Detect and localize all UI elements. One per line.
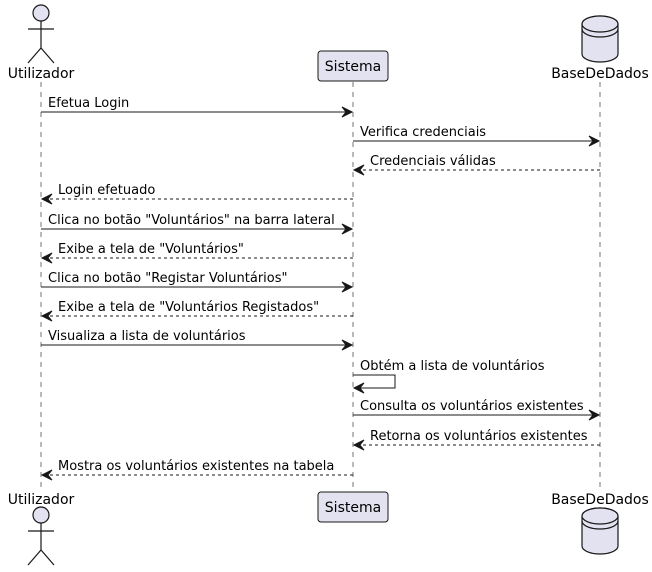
arrowhead: [352, 164, 365, 176]
message-label: Efetua Login: [48, 96, 129, 111]
actor-leg-right: [40, 549, 55, 566]
actor-head-icon: [32, 4, 50, 22]
message-label: Consulta os voluntários existentes: [360, 399, 584, 414]
arrowhead: [588, 135, 601, 147]
message-label: Clica no botão "Voluntários" na barra la…: [48, 213, 335, 228]
database-icon-bottom: [581, 507, 619, 555]
participant-label-bottom-sys: Sistema: [325, 500, 381, 516]
message-label: Login efetuado: [58, 183, 155, 198]
arrowhead: [341, 106, 354, 118]
message-self-arrow: [353, 374, 396, 389]
arrowhead: [352, 382, 365, 394]
actor-leg-right: [40, 47, 55, 64]
arrowhead: [341, 223, 354, 235]
participant-label-top-db: BaseDeDados: [551, 66, 649, 82]
participant-label-bottom-db: BaseDeDados: [551, 492, 649, 508]
database-cylinder-top: [581, 507, 619, 525]
arrowhead: [40, 252, 53, 264]
actor-icon-bottom: [27, 506, 55, 566]
actor-leg-left: [27, 549, 42, 566]
database-cylinder-ring: [581, 28, 619, 38]
participant-label-top-sys: Sistema: [325, 59, 381, 75]
message-label: Exibe a tela de "Voluntários Registados": [58, 300, 319, 315]
arrowhead: [40, 193, 53, 205]
message-label: Visualiza a lista de voluntários: [48, 329, 246, 344]
message-label: Exibe a tela de "Voluntários": [58, 242, 244, 257]
message-label: Credenciais válidas: [370, 154, 496, 169]
message-label: Retorna os voluntários existentes: [370, 429, 588, 444]
database-cylinder-ring: [581, 520, 619, 530]
participant-label-top-user: Utilizador: [8, 66, 75, 82]
participant-box-top-sys: [317, 50, 389, 82]
arrowhead: [588, 409, 601, 421]
arrowhead: [40, 310, 53, 322]
participant-box-bottom-sys: [317, 491, 389, 523]
actor-head-icon: [32, 506, 50, 524]
arrowhead: [341, 281, 354, 293]
message-label: Clica no botão "Registar Voluntários": [48, 271, 287, 286]
message-label: Obtém a lista de voluntários: [360, 359, 545, 374]
message-label: Verifica credenciais: [360, 125, 486, 140]
arrowhead: [341, 339, 354, 351]
arrowhead: [40, 469, 53, 481]
arrowhead: [352, 439, 365, 451]
database-cylinder-top: [581, 15, 619, 33]
actor-leg-left: [27, 47, 42, 64]
database-icon-top: [581, 15, 619, 63]
participant-label-bottom-user: Utilizador: [8, 492, 75, 508]
message-label: Mostra os voluntários existentes na tabe…: [58, 459, 334, 474]
actor-icon-top: [27, 4, 55, 64]
